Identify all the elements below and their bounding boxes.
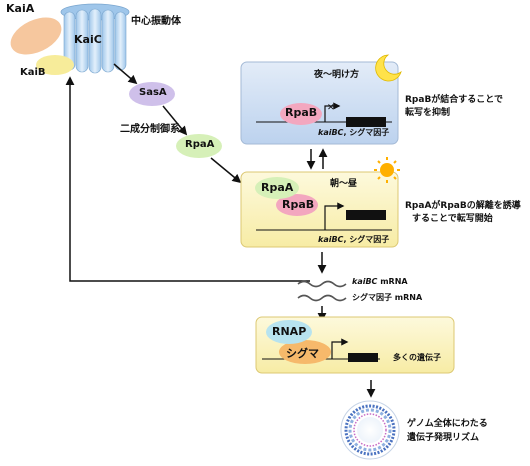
rpab-repress-line2: 転写を抑制 <box>405 108 451 118</box>
central-oscillator-label: 中心振動体 <box>131 16 181 27</box>
day-genes-rest: , シグマ因子 <box>343 235 390 244</box>
night-block-mark: ✕ <box>327 103 335 113</box>
mrna-kaibc-italic: kaiBC <box>352 277 378 286</box>
many-genes-label: 多くの遺伝子 <box>393 353 441 362</box>
rpab-day-label: RpaB <box>282 198 315 211</box>
mrna-kaibc-label: kaiBC mRNA <box>352 277 408 286</box>
day-genes-italic: kaiBC <box>318 235 344 244</box>
kaia-label: KaiA <box>6 2 35 15</box>
night-promoter-arrow <box>324 102 341 122</box>
day-promoter-arrow <box>324 202 345 230</box>
rnap-promoter-arrow <box>331 338 349 359</box>
mrna-sigma-label: シグマ因子 mRNA <box>352 293 423 302</box>
morning-noon-label: 朝～昼 <box>330 179 358 189</box>
mrna-wave-sigma <box>297 294 347 302</box>
rpab-protein-night <box>280 103 322 125</box>
rpaa-protein-day <box>255 177 299 199</box>
kaic-hexamer <box>60 3 130 74</box>
mrna-wave-kaibc <box>297 280 347 288</box>
kaic-label: KaiC <box>74 33 102 46</box>
sasa-label: SasA <box>139 87 167 98</box>
rnap-label: RNAP <box>272 325 307 338</box>
rpaa-activate-line2: することで転写開始 <box>412 214 493 224</box>
night-genes-label: kaiBC, シグマ因子 <box>318 127 389 138</box>
two-component-label: 二成分制御系 <box>120 124 180 135</box>
sasa-protein <box>129 82 175 106</box>
kaib-label: KaiB <box>20 67 46 78</box>
sun-icon <box>374 157 400 183</box>
rpaa-day-label: RpaA <box>261 181 294 194</box>
night-genes-italic: kaiBC <box>318 128 344 137</box>
mrna-kaibc-rest: mRNA <box>377 277 408 286</box>
night-genes-rest: , シグマ因子 <box>343 128 390 137</box>
arrow-sasa-rpaa <box>162 105 188 136</box>
sigma-label: シグマ <box>286 347 319 360</box>
kaib-protein <box>36 55 74 75</box>
kaia-protein <box>10 17 62 55</box>
rpab-repress-line1: RpaBが結合することで <box>405 95 504 105</box>
rpaa-label: RpaA <box>185 139 215 150</box>
rpab-protein-day <box>276 194 318 216</box>
rnap-protein <box>266 320 312 344</box>
arrow-rpaa-daybox <box>210 157 242 184</box>
rhythm-line1: ゲノム全体にわたる <box>407 419 488 429</box>
rhythm-line2: 遺伝子発現リズム <box>407 433 480 443</box>
rnap-gene-block <box>348 353 378 362</box>
feedback-arrow <box>65 76 310 282</box>
day-genes-label: kaiBC, シグマ因子 <box>318 234 389 245</box>
moon-icon <box>375 54 402 82</box>
rpaa-protein <box>176 134 222 158</box>
genome-circle-icon <box>340 400 400 460</box>
rpaa-activate-line1: RpaAがRpaBの解離を誘導 <box>405 201 521 211</box>
rpab-night-label: RpaB <box>285 106 318 119</box>
day-gene-block <box>346 210 386 220</box>
sigma-protein <box>279 340 331 364</box>
arrow-kaic-sasa <box>113 63 138 85</box>
night-gene-block <box>346 117 386 127</box>
night-dawn-label: 夜～明け方 <box>314 70 360 80</box>
